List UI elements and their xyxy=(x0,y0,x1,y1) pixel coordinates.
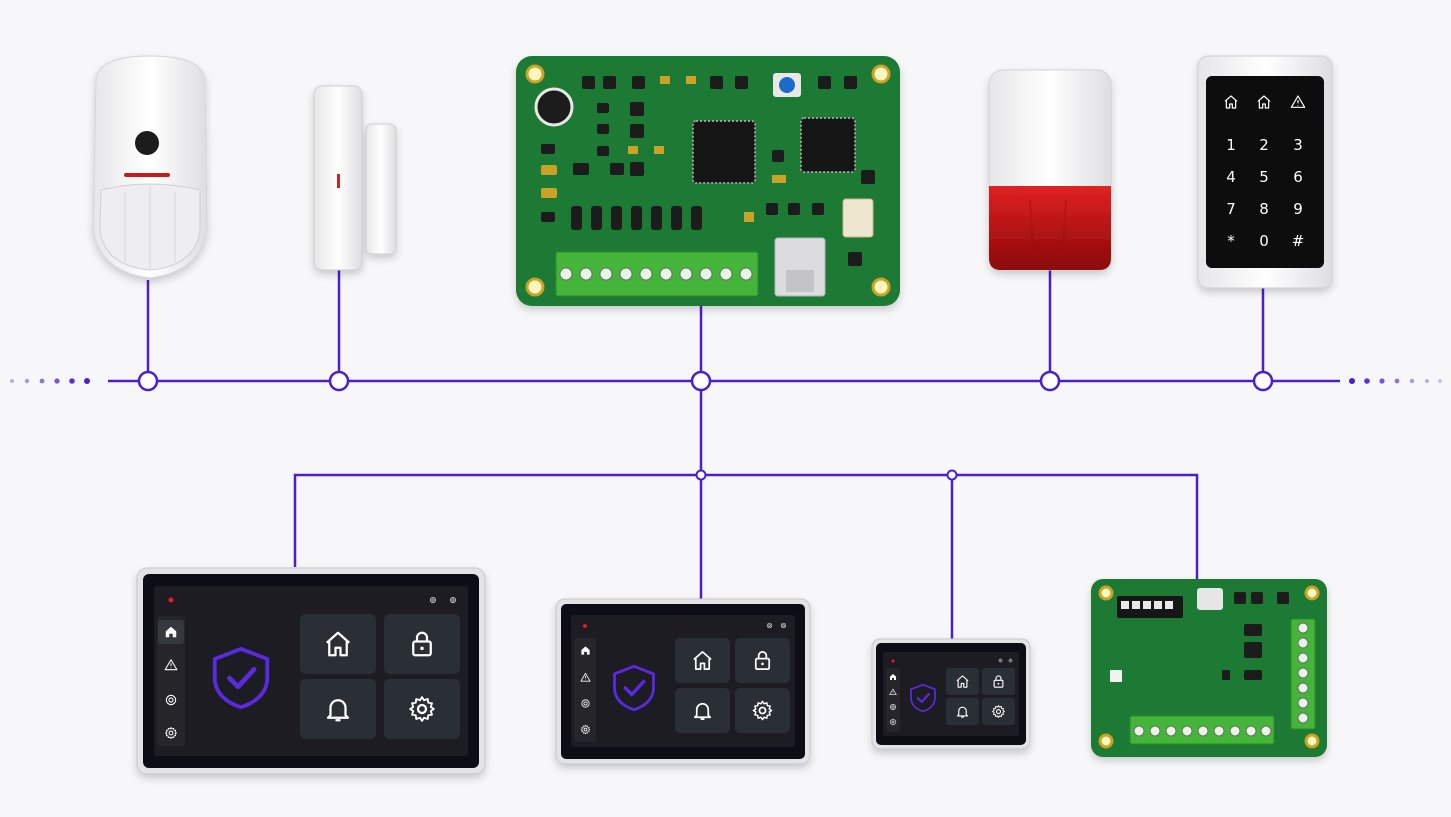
junction-contact xyxy=(328,370,350,392)
terminal-block-side[interactable] xyxy=(1290,618,1316,730)
keypad-key[interactable]: 5 xyxy=(1259,168,1269,186)
terminal-block-bottom[interactable] xyxy=(1129,715,1275,745)
junction-lower-right xyxy=(946,469,958,481)
tile-bell xyxy=(300,679,376,739)
status-led xyxy=(168,597,174,603)
keypad-key[interactable]: 7 xyxy=(1226,200,1236,218)
terminal-block[interactable] xyxy=(555,251,759,297)
control-board[interactable] xyxy=(516,56,900,306)
bus-junctions xyxy=(137,370,1274,481)
keypad-key[interactable]: 9 xyxy=(1293,200,1303,218)
keypad-keys: 1 2 3 4 5 6 7 8 9 * 0 # xyxy=(1226,136,1304,250)
tile-home xyxy=(300,614,376,674)
keypad-key[interactable]: * xyxy=(1227,232,1235,250)
buzzer xyxy=(534,87,574,127)
touchscreen-large[interactable] xyxy=(136,567,486,775)
junction-siren xyxy=(1039,370,1061,392)
junction-keypad xyxy=(1252,370,1274,392)
keypad-key[interactable]: # xyxy=(1292,232,1305,250)
tile-lock xyxy=(384,614,460,674)
touchscreen-medium[interactable] xyxy=(555,598,811,765)
door-contact-sensor[interactable] xyxy=(313,85,397,271)
keypad-key[interactable]: 1 xyxy=(1226,136,1236,154)
keypad-key[interactable]: 8 xyxy=(1259,200,1269,218)
junction-motion xyxy=(137,370,159,392)
keypad-key[interactable]: 6 xyxy=(1293,168,1303,186)
junction-board xyxy=(690,370,712,392)
secondary-chip xyxy=(800,117,856,173)
keypad-key[interactable]: 0 xyxy=(1259,232,1269,250)
motion-sensor[interactable] xyxy=(92,55,208,279)
tile-gear xyxy=(384,679,460,739)
motion-sensor-led xyxy=(124,173,170,177)
junction-lower-center xyxy=(695,469,707,481)
keypad[interactable]: 1 2 3 4 5 6 7 8 9 * 0 # xyxy=(1197,55,1333,289)
expansion-board[interactable] xyxy=(1091,579,1327,757)
motion-sensor-lens xyxy=(135,131,159,155)
siren[interactable] xyxy=(988,69,1112,271)
touchscreen-small[interactable] xyxy=(871,638,1031,750)
keypad-key[interactable]: 2 xyxy=(1259,136,1269,154)
bus-dots-right xyxy=(1349,378,1442,384)
keypad-key[interactable]: 3 xyxy=(1293,136,1303,154)
door-contact-led xyxy=(337,174,340,188)
jst-connector xyxy=(842,198,874,238)
mcu-chip xyxy=(692,120,756,184)
main-bus xyxy=(108,270,1340,640)
keypad-key[interactable]: 4 xyxy=(1226,168,1236,186)
bus-dots-left xyxy=(10,378,90,384)
